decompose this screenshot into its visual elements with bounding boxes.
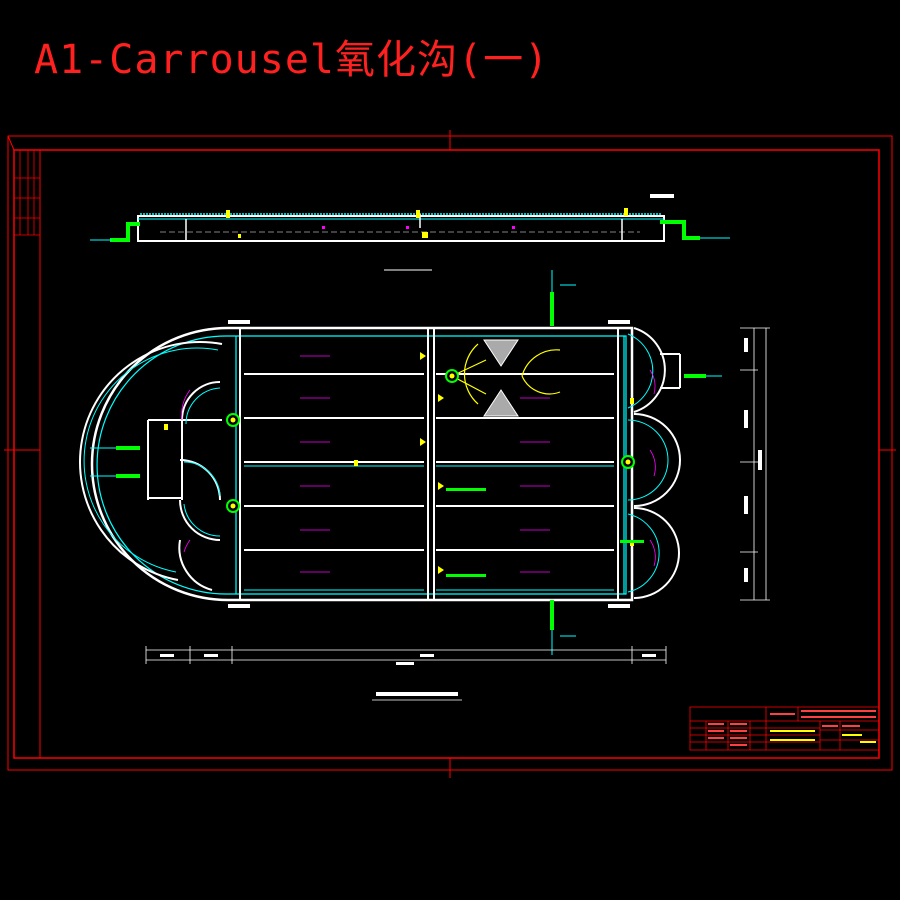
section-view	[90, 194, 730, 271]
sheet-frame	[4, 130, 896, 778]
title-block	[689, 706, 880, 751]
plan-view	[79, 270, 722, 655]
dimension-lines	[145, 327, 770, 701]
drawing-title: A1-Carrousel氧化沟(一)	[34, 37, 550, 83]
binding-strip	[14, 150, 40, 236]
